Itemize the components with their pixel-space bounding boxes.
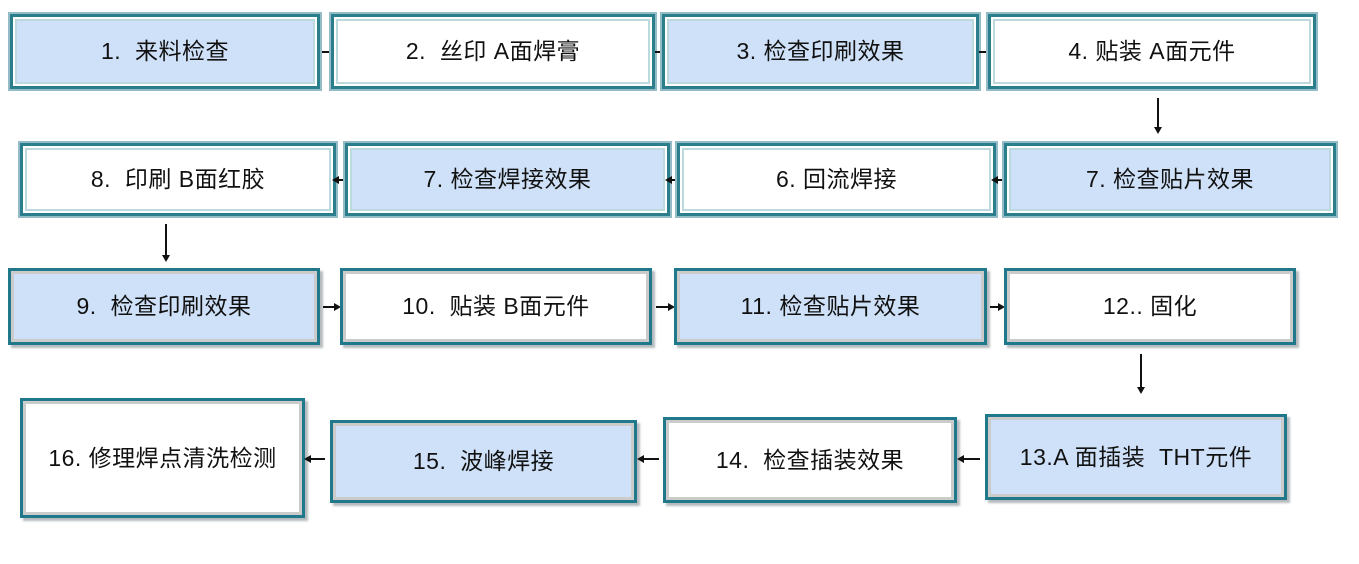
flow-box-step-4: 4. 贴装 A面元件 (988, 14, 1316, 89)
flow-box-label: 7. 检查贴片效果 (1085, 166, 1255, 193)
flow-box-label: 6. 回流焊接 (775, 166, 898, 193)
flow-box-label: 14. 检查插装效果 (715, 446, 905, 473)
arrow-right-icon (990, 303, 1005, 311)
flow-box-step-12: 12.. 固化 (1004, 268, 1296, 345)
flow-box-step-10: 10. 贴装 B面元件 (340, 268, 652, 345)
flow-box-label: 15. 波峰焊接 (412, 448, 555, 475)
arrow-left-icon (637, 455, 659, 463)
arrow-right-icon (656, 303, 675, 311)
flow-box-label: 4. 贴装 A面元件 (1068, 38, 1236, 65)
flow-box-step-1: 1. 来料检查 (10, 14, 320, 89)
flow-box-step-2: 2. 丝印 A面焊膏 (331, 14, 655, 89)
flow-box-step-6: 6. 回流焊接 (677, 143, 996, 216)
flow-box-step-7-placement-check: 7. 检查贴片效果 (1004, 143, 1336, 216)
flow-box-step-7-solder-check: 7. 检查焊接效果 (345, 143, 670, 216)
flow-box-label: 9. 检查印刷效果 (76, 293, 252, 320)
arrow-left-icon (957, 455, 980, 463)
flow-box-step-8: 8. 印刷 B面红胶 (20, 143, 336, 216)
flow-box-step-3: 3. 检查印刷效果 (662, 14, 979, 89)
flow-box-label: 11. 检查贴片效果 (740, 293, 921, 320)
flow-box-label: 7. 检查焊接效果 (423, 166, 592, 193)
flow-box-label: 1. 来料检查 (101, 38, 229, 65)
arrow-down-icon (1137, 354, 1145, 394)
flow-box-label: 12.. 固化 (1102, 293, 1198, 320)
flow-box-step-13: 13.A 面插装 THT元件 (985, 414, 1287, 500)
arrow-left-icon (304, 455, 325, 463)
flow-box-step-16: 16. 修理焊点清洗检测 (20, 398, 305, 518)
flow-box-label: 10. 贴装 B面元件 (402, 293, 590, 320)
arrow-left-icon (332, 176, 346, 184)
flow-box-label: 8. 印刷 B面红胶 (90, 166, 266, 193)
flow-box-step-9: 9. 检查印刷效果 (8, 268, 320, 345)
flow-box-label: 16. 修理焊点清洗检测 (48, 444, 277, 471)
arrow-right-icon (323, 303, 341, 311)
flow-box-label: 13.A 面插装 THT元件 (1019, 443, 1253, 470)
flow-box-label: 2. 丝印 A面焊膏 (405, 38, 581, 65)
flow-box-label: 3. 检查印刷效果 (736, 38, 905, 65)
arrow-down-icon (1154, 98, 1162, 134)
arrow-down-icon (162, 224, 170, 262)
arrow-left-icon (665, 176, 678, 184)
flow-box-step-15: 15. 波峰焊接 (330, 420, 637, 503)
arrow-left-icon (991, 176, 1005, 184)
flow-box-step-14: 14. 检查插装效果 (663, 417, 957, 503)
flow-box-step-11: 11. 检查贴片效果 (674, 268, 987, 345)
